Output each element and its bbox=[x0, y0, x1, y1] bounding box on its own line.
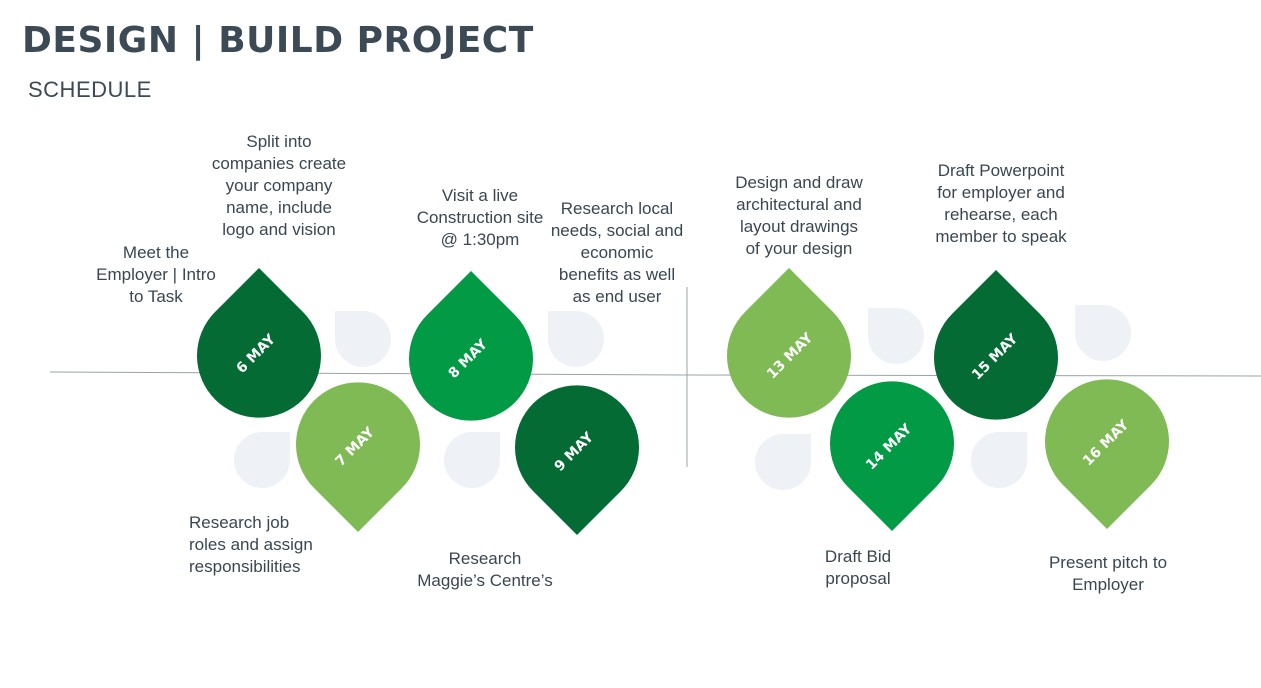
page-subtitle: SCHEDULE bbox=[28, 77, 152, 102]
milestone-drop bbox=[296, 382, 421, 532]
milestone-drop bbox=[1045, 379, 1169, 529]
milestone-drop bbox=[515, 385, 640, 535]
milestone-drop bbox=[409, 271, 533, 421]
ghost-drop bbox=[335, 311, 391, 367]
caption-14-may: Draft Bid proposal bbox=[824, 547, 892, 588]
caption-15-may: Draft Powerpoint for employer and rehear… bbox=[935, 161, 1067, 246]
ghost-drop bbox=[234, 432, 290, 488]
milestone-drop bbox=[934, 270, 1058, 420]
ghost-drop bbox=[444, 432, 500, 488]
milestone-16-may: 16 MAY bbox=[1045, 379, 1169, 529]
timeline-axis-left bbox=[49, 371, 687, 376]
caption-8-may: Visit a live Construction site @ 1:30pm bbox=[416, 186, 544, 249]
milestone-9-may: 9 MAY bbox=[515, 385, 640, 535]
milestone-drop bbox=[830, 381, 954, 531]
caption-6-may: Meet the Employer | Intro to Task bbox=[96, 243, 216, 306]
milestone-14-may: 14 MAY bbox=[830, 381, 954, 531]
page-title: DESIGN | BUILD PROJECT bbox=[22, 20, 534, 61]
ghost-drop bbox=[755, 434, 811, 490]
caption-16-may: Present pitch to Employer bbox=[1048, 553, 1168, 594]
caption-13-may: Design and draw architectural and layout… bbox=[735, 173, 863, 258]
ghost-drop bbox=[971, 432, 1027, 488]
milestone-drop bbox=[197, 268, 321, 418]
milestone-8-may: 8 MAY bbox=[409, 271, 533, 421]
ghost-drop bbox=[1075, 305, 1131, 361]
caption-9-may: Research Maggie’s Centre’s bbox=[417, 549, 553, 590]
milestone-13-may: 13 MAY bbox=[727, 268, 851, 418]
ghost-drop bbox=[548, 311, 604, 367]
milestone-15-may: 15 MAY bbox=[934, 270, 1058, 420]
milestone-6-may: 6 MAY bbox=[197, 268, 321, 418]
caption-split-into-companies: Split into companies create your company… bbox=[211, 132, 347, 239]
caption-research-local-needs: Research local needs, social and economi… bbox=[550, 199, 684, 306]
milestone-7-may: 7 MAY bbox=[296, 382, 421, 532]
ghost-drop bbox=[868, 308, 924, 364]
caption-7-may: Research job roles and assign responsibi… bbox=[189, 513, 313, 576]
ghost-drops bbox=[234, 305, 1131, 490]
milestone-drop bbox=[727, 268, 851, 418]
